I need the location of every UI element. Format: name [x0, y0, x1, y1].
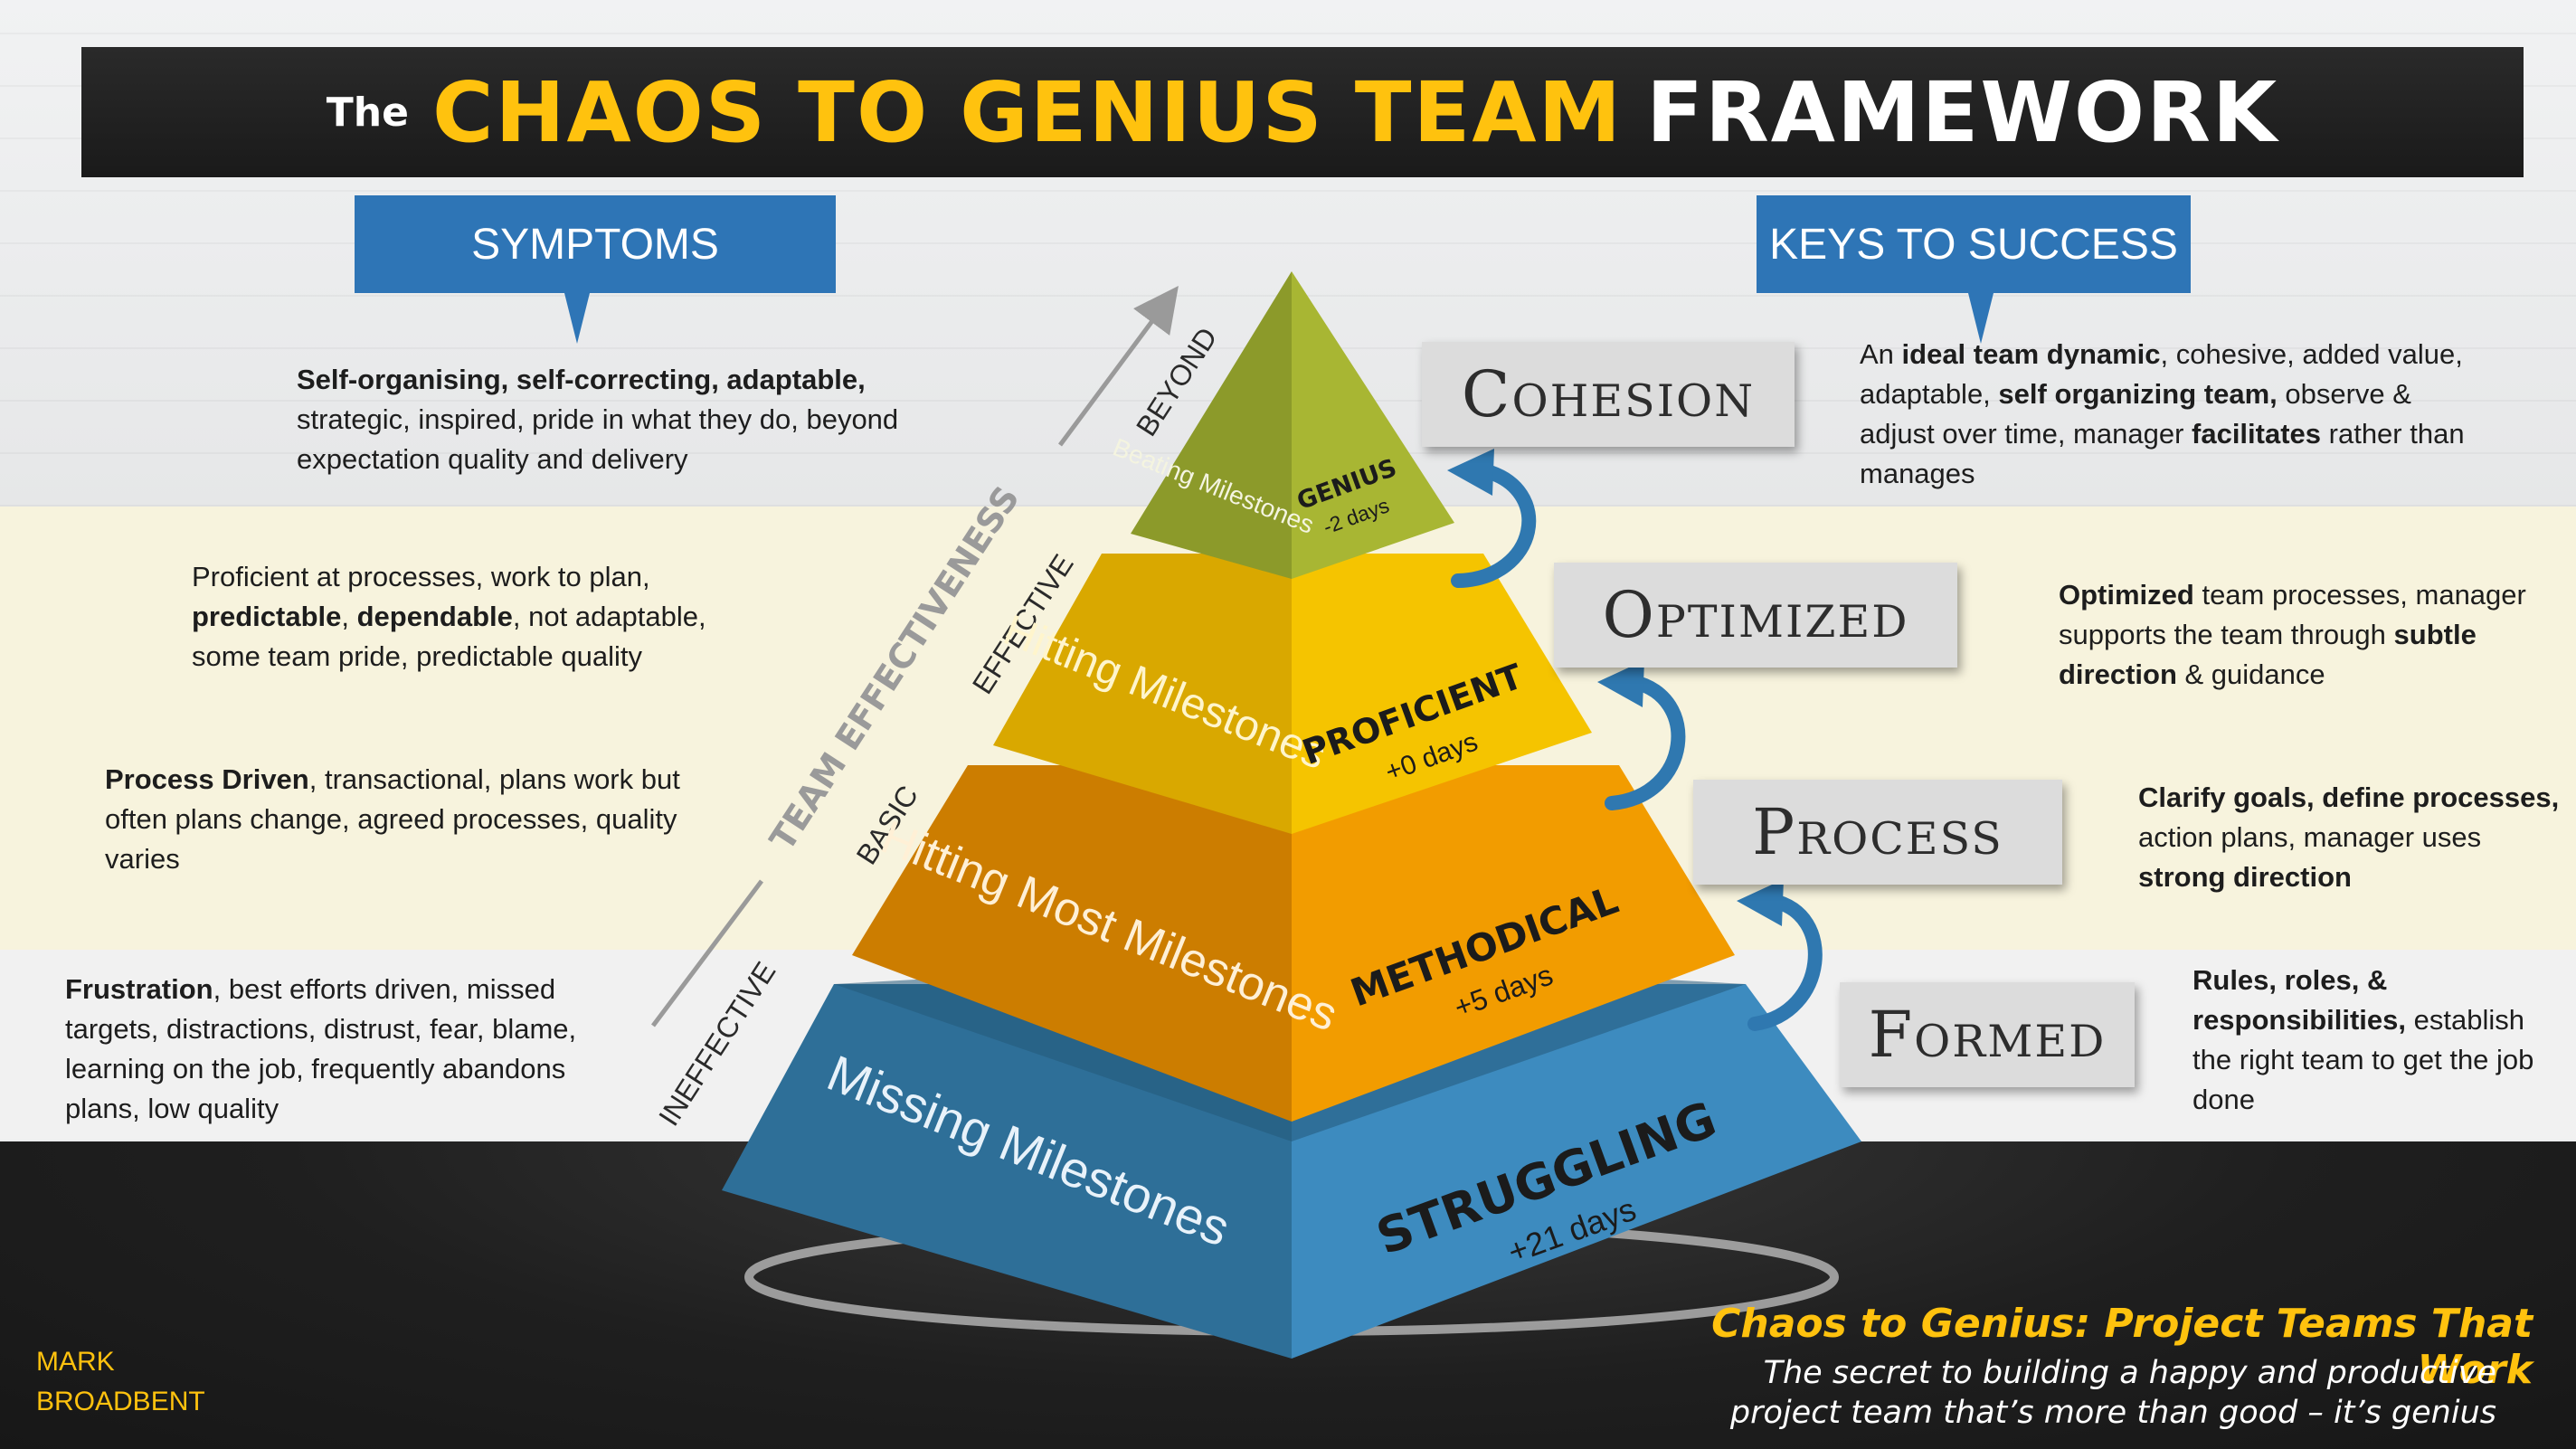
footer-subtitle-line-2: project team that’s more than good – it’…: [1729, 1395, 2496, 1431]
footer-subtitle: The secret to building a happy and produ…: [1628, 1353, 2496, 1433]
title-main: CHAOS TO GENIUS TEAM: [431, 63, 1624, 161]
tier-proficient-right-face: [1292, 554, 1592, 834]
stage-arrowhead-optimized: [1597, 660, 1644, 707]
symptoms-pointer: [564, 293, 590, 344]
keys-genius: An ideal team dynamic, cohesive, added v…: [1860, 338, 2465, 489]
symptoms-methodical: Process Driven, transactional, plans wor…: [105, 763, 680, 875]
symptoms-genius: Self-organising, self-correcting, adapta…: [297, 364, 899, 475]
tier-methodical-left-face: [852, 765, 1292, 1122]
tier-methodical-right-face: [1292, 765, 1735, 1122]
tier-proficient-left-face: [993, 554, 1292, 834]
stage-cohesion: Cohesion: [1422, 342, 1795, 447]
symptoms-proficient: Proficient at processes, work to plan, p…: [192, 561, 706, 672]
keys-to-success-header: KEYS TO SUCCESS: [1757, 195, 2191, 293]
stage-arrow-process: [1747, 894, 1823, 1031]
axis-arrow-upper: [1057, 285, 1179, 447]
stage-arrowhead-process: [1737, 879, 1784, 926]
stage-arrow-cohesion: [1451, 463, 1537, 588]
author-line-1: MARK: [36, 1347, 115, 1377]
page-title: The CHAOS TO GENIUS TEAM FRAMEWORK: [81, 47, 2524, 177]
author-line-2: BROADBENT: [36, 1387, 205, 1416]
symptoms-header: SYMPTOMS: [355, 195, 836, 293]
stage-arrowhead-cohesion: [1447, 449, 1494, 496]
stage-optimized: Optimized: [1554, 563, 1957, 668]
symptoms-struggling: Frustration, best efforts driven, missed…: [65, 973, 577, 1124]
title-banner: [81, 47, 2524, 177]
title-end: FRAMEWORK: [1646, 63, 2279, 161]
stage-process: Process: [1693, 780, 2062, 885]
keys-pointer: [1968, 293, 1994, 344]
stage-formed: Formed: [1840, 982, 2135, 1087]
tier-genius-right-face: [1292, 271, 1454, 579]
author-name: MARK BROADBENT: [36, 1342, 205, 1422]
keys-methodical: Clarify goals, define processes, action …: [2138, 781, 2560, 893]
keys-struggling: Rules, roles, & responsibilities, establ…: [2192, 964, 2534, 1115]
tier-genius-left-face: [1131, 271, 1292, 579]
keys-proficient: Optimized team processes, manager suppor…: [2059, 579, 2526, 690]
footer-book-title: Chaos to Genius: Project Teams That Work: [1711, 1301, 2533, 1393]
stage-arrow-optimized: [1605, 675, 1686, 810]
title-prefix: The: [326, 89, 409, 136]
footer-subtitle-line-1: The secret to building a happy and produ…: [1763, 1355, 2496, 1391]
axis-line-lower: [651, 879, 763, 1028]
axis-level-ineffective: INEFFECTIVE: [652, 956, 781, 1132]
